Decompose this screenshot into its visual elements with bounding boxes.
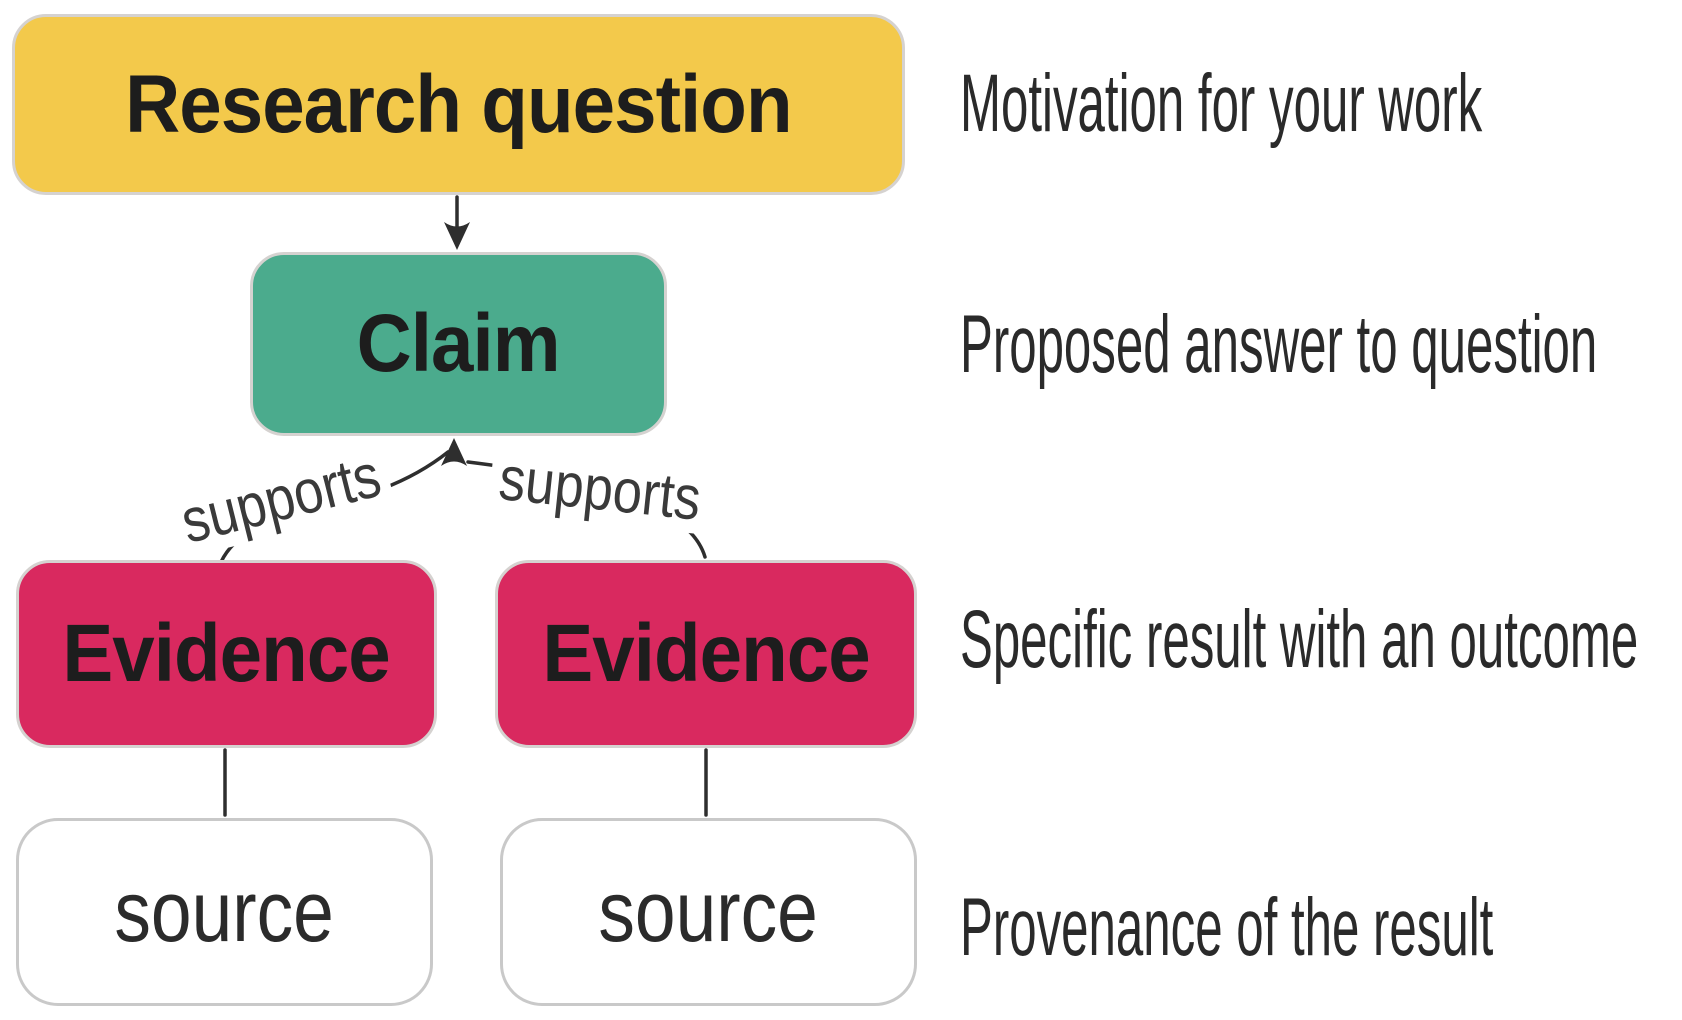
node-source-right: source [500,818,917,1006]
annotation-claim: Proposed answer to question [960,299,1598,390]
node-claim: Claim [250,252,667,436]
node-evidence-left: Evidence [16,560,437,748]
arrowhead-evidence-to-claim [441,438,467,466]
node-evidence-left-label: Evidence [62,608,391,699]
node-source-left-label: source [114,863,335,960]
node-evidence-right-label: Evidence [542,608,870,699]
node-source-right-label: source [598,863,819,960]
node-evidence-right: Evidence [495,560,917,748]
annotation-source: Provenance of the result [960,882,1494,973]
arrowhead-rq-to-claim [444,222,470,250]
node-claim-label: Claim [356,298,561,389]
annotation-evidence: Specific result with an outcome [960,594,1639,685]
annotation-research-question: Motivation for your work [960,58,1483,149]
node-research-question-label: Research question [125,58,792,150]
node-source-left: source [16,818,433,1006]
node-research-question: Research question [12,14,905,195]
